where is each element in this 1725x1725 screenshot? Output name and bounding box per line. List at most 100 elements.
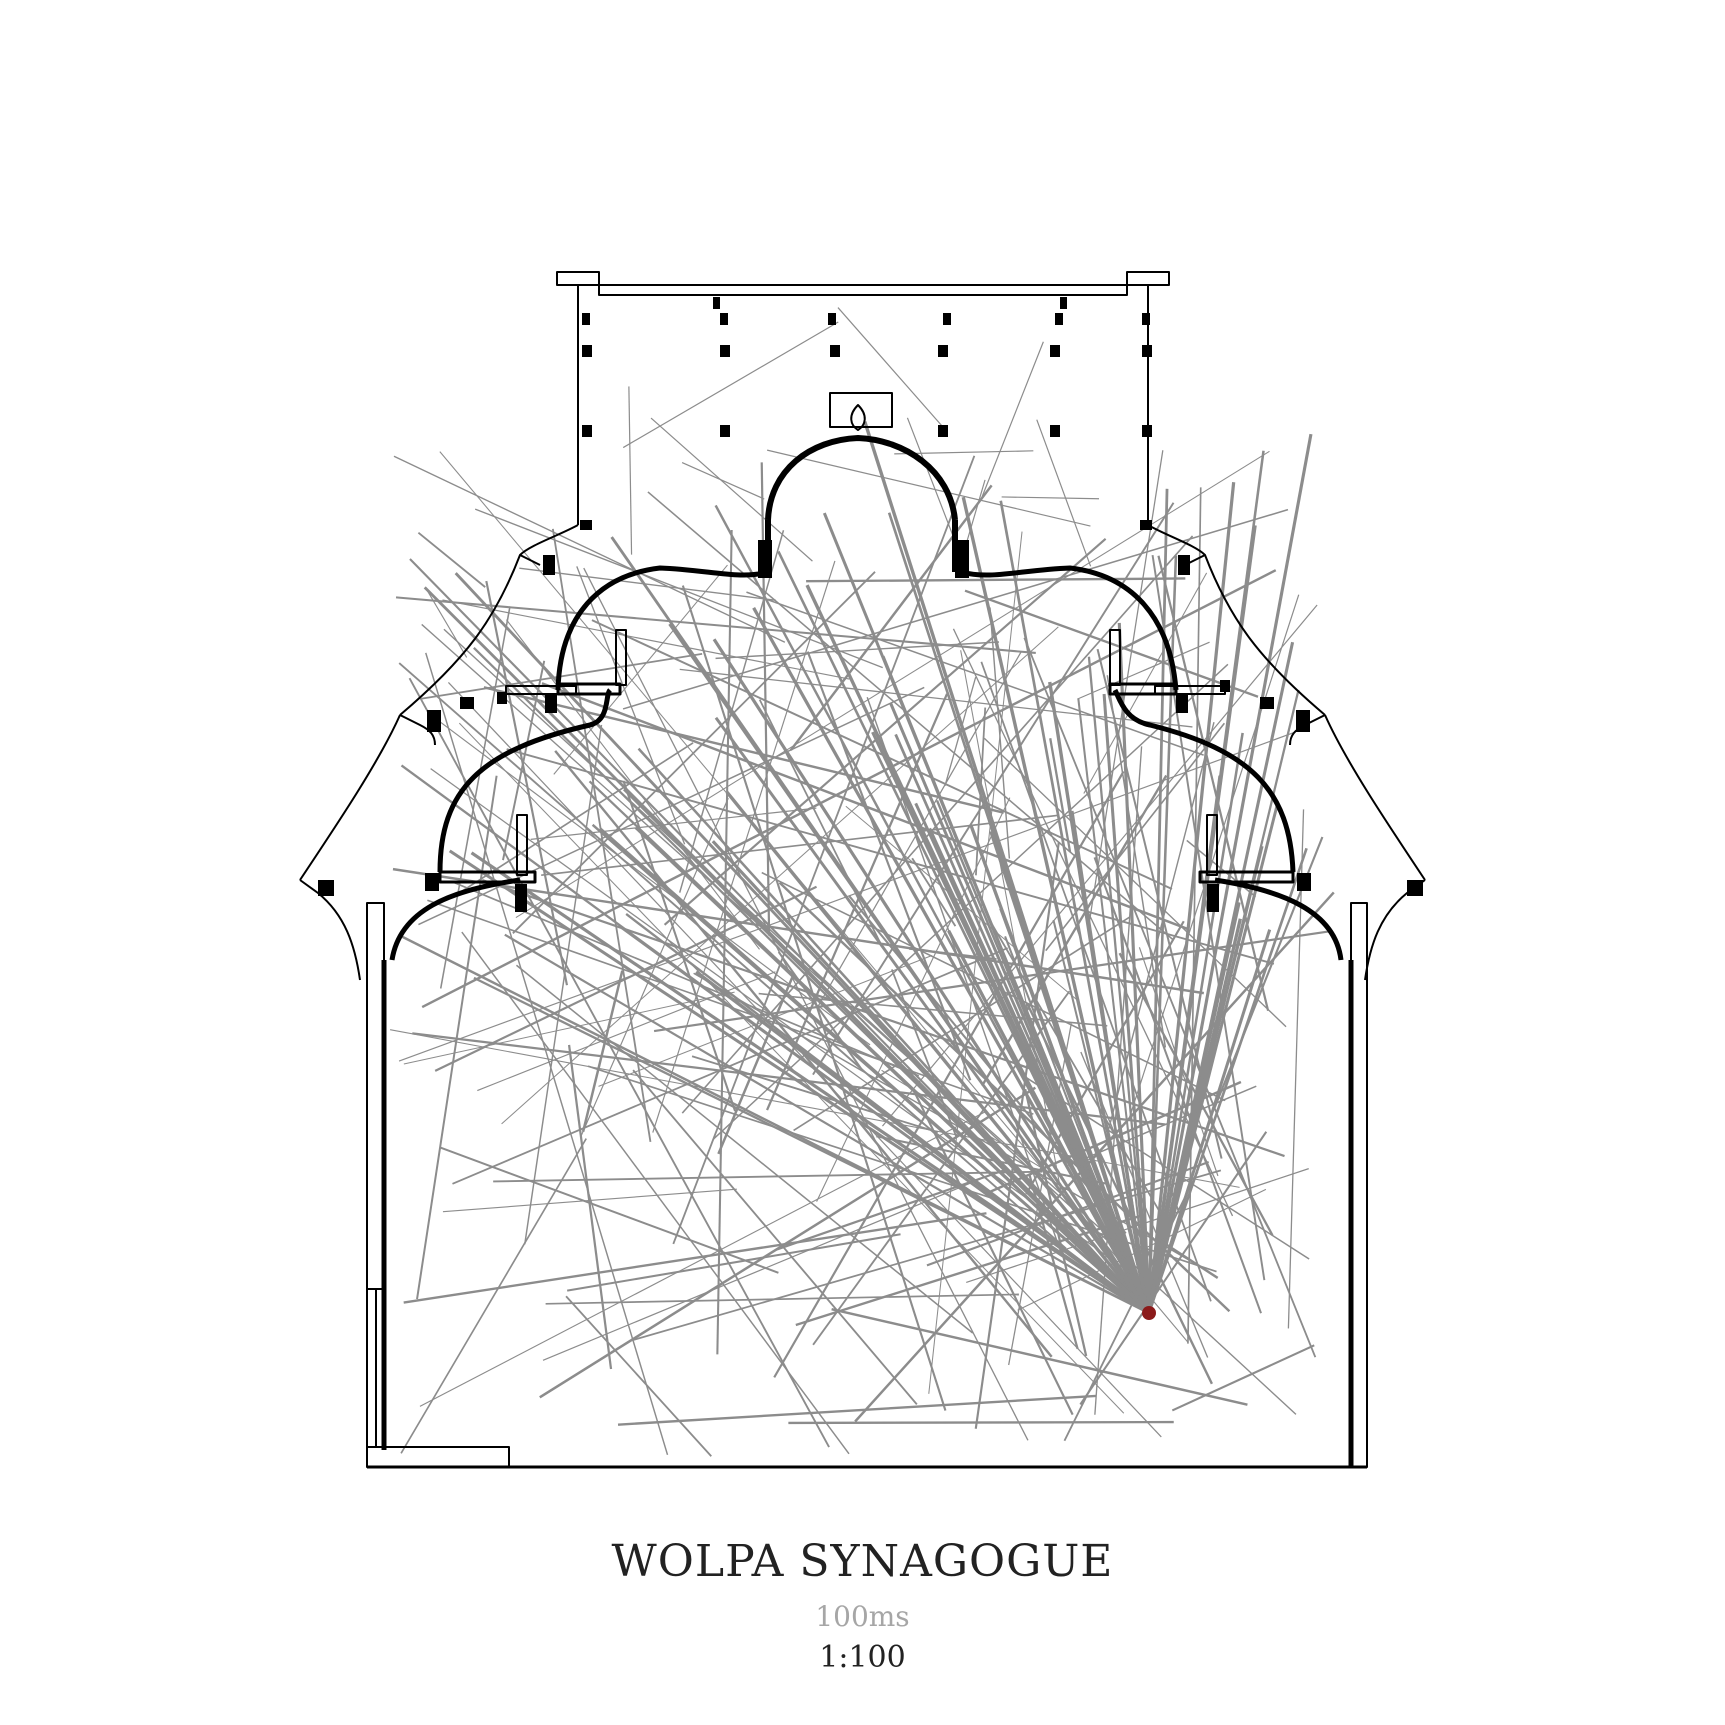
ray-line — [650, 417, 813, 562]
ray-line — [580, 797, 729, 1137]
ray-line — [960, 650, 1062, 1192]
ray-line — [416, 775, 498, 1300]
ray-line — [1287, 809, 1305, 1329]
ray-line — [545, 1293, 1019, 1305]
ray-line — [788, 1420, 1174, 1425]
ray-line — [758, 992, 1108, 1027]
ray-line — [1021, 1074, 1310, 1260]
ray-line — [505, 619, 760, 950]
ray-line — [894, 733, 1151, 1314]
ray-line — [512, 571, 876, 934]
roof-eave-left — [299, 524, 579, 881]
ray-line — [1001, 496, 1100, 500]
vault-upper-right — [961, 565, 1179, 691]
ray-line — [866, 696, 1063, 1255]
ray-line — [565, 1295, 712, 1457]
ray-line — [1077, 641, 1210, 700]
ray-line — [793, 916, 1130, 1132]
ray-line — [443, 628, 1297, 1415]
ray-line — [447, 682, 1162, 1438]
ray-line — [795, 1213, 1146, 1327]
ray-line — [1025, 920, 1185, 1195]
ray-line — [622, 780, 737, 1112]
ray-line — [964, 589, 1259, 698]
ray-line — [442, 1188, 737, 1213]
ray-line — [566, 1233, 901, 1292]
ray-line — [392, 867, 1205, 995]
left-outer-wall — [366, 902, 385, 1290]
ray-line — [678, 530, 785, 893]
ray-line — [398, 732, 1294, 1062]
ray-line — [576, 566, 686, 845]
ray-line — [990, 922, 1163, 1216]
ray-line — [663, 537, 1107, 926]
upper-dome — [765, 435, 958, 521]
ray-line — [1147, 847, 1308, 1314]
ray-line — [1048, 681, 1151, 1314]
ray-line — [419, 1111, 986, 1407]
ray-line — [481, 878, 1285, 1158]
vault-mid-right — [1112, 688, 1296, 873]
ray-line — [1094, 746, 1143, 1415]
ray-line — [912, 1088, 1074, 1416]
building-section — [299, 271, 1426, 1469]
ray-line — [501, 626, 1059, 1125]
ray-line — [831, 1308, 1248, 1406]
roof-upper-attic — [577, 284, 1149, 525]
ray-line — [789, 484, 993, 751]
ray-line — [418, 686, 925, 926]
ray-line — [1157, 555, 1270, 1012]
ray-line — [985, 1080, 1242, 1195]
ray-line — [438, 720, 871, 1046]
ray-line — [876, 1135, 1109, 1186]
ray-line — [420, 653, 703, 700]
ray-line — [812, 990, 1071, 1346]
ray-line — [485, 580, 569, 986]
ray-line — [598, 954, 933, 1087]
roof-eave-right — [1147, 524, 1426, 881]
ray-line — [717, 977, 794, 1155]
ray-line — [473, 976, 1150, 1315]
ray-line — [417, 531, 486, 588]
ray-line — [515, 964, 974, 1334]
ray-line — [632, 1069, 918, 1405]
ray-line — [567, 1044, 613, 1370]
ray-line — [1147, 525, 1257, 1314]
ray-line — [1093, 857, 1262, 1314]
ray-line — [421, 623, 1112, 1239]
ray-line — [716, 529, 733, 1355]
ray-line — [1165, 1243, 1219, 1279]
ray-line — [389, 1029, 1240, 1188]
ray-line — [845, 805, 1079, 1002]
sound-source-dot — [1142, 1306, 1156, 1320]
ray-line — [746, 591, 1204, 756]
ray-line — [622, 321, 839, 449]
ray-line — [812, 502, 1175, 1076]
ray-line — [647, 491, 1174, 941]
ray-line — [1147, 482, 1236, 1314]
ray-line — [409, 558, 1150, 1314]
ray-line — [408, 677, 830, 1448]
ray-line — [1067, 1085, 1257, 1167]
ray-line — [911, 857, 957, 927]
ray-line — [1171, 1344, 1315, 1412]
ray-line — [776, 1169, 1004, 1251]
ray-line — [773, 770, 1125, 1378]
ray-line — [395, 596, 1036, 654]
ray-line — [652, 560, 836, 1133]
vault-lower-left — [389, 877, 521, 961]
ray-line — [493, 1170, 1043, 1183]
ray-line — [553, 564, 728, 775]
ray-line — [778, 881, 1231, 1313]
ray-line — [952, 628, 1234, 1217]
ray-line — [1147, 433, 1313, 1314]
ray-line — [530, 807, 817, 840]
ray-line — [403, 1212, 987, 1304]
ray-line — [963, 479, 986, 550]
ray-line — [981, 774, 1168, 1087]
ray-line — [974, 841, 1060, 1429]
ray-line — [961, 496, 1151, 1314]
ray-line — [758, 699, 883, 946]
ray-line — [681, 585, 947, 1411]
ray-line — [681, 462, 765, 500]
